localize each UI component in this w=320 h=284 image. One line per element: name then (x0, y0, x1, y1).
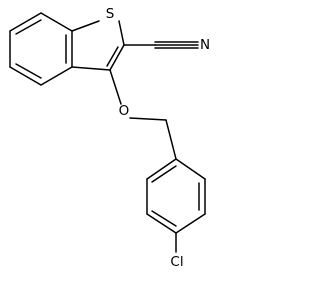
bond (146, 213, 177, 234)
bond (40, 12, 73, 32)
benzo-ring (9, 12, 73, 86)
oxygen-atom-label: O (119, 103, 130, 119)
bond (71, 20, 100, 32)
bond-double-inner (106, 46, 119, 67)
bond (9, 66, 42, 86)
bond (165, 119, 177, 160)
ether-linker (109, 69, 177, 160)
bond-double-inner (15, 63, 42, 79)
sulfur-atom-label: S (106, 6, 115, 22)
bond (40, 66, 73, 86)
bond-double-inner (15, 19, 42, 35)
chlorine-atom-label: Cl (170, 254, 183, 270)
bond-double-inner (151, 210, 177, 227)
nitrogen-atom-label: N (200, 37, 210, 53)
chlorophenyl-ring (146, 158, 206, 253)
bond (109, 69, 122, 105)
bond (175, 213, 206, 234)
bond (9, 12, 42, 32)
bond (129, 117, 167, 121)
bond (109, 44, 125, 71)
structure-diagram: S N O Cl (9, 6, 210, 270)
thiophene-ring (71, 20, 125, 71)
bond (71, 66, 111, 71)
bond (175, 158, 206, 180)
nitrile-group (123, 41, 199, 49)
bond (146, 158, 177, 180)
bond-double-inner (151, 165, 177, 183)
bond (118, 20, 125, 46)
